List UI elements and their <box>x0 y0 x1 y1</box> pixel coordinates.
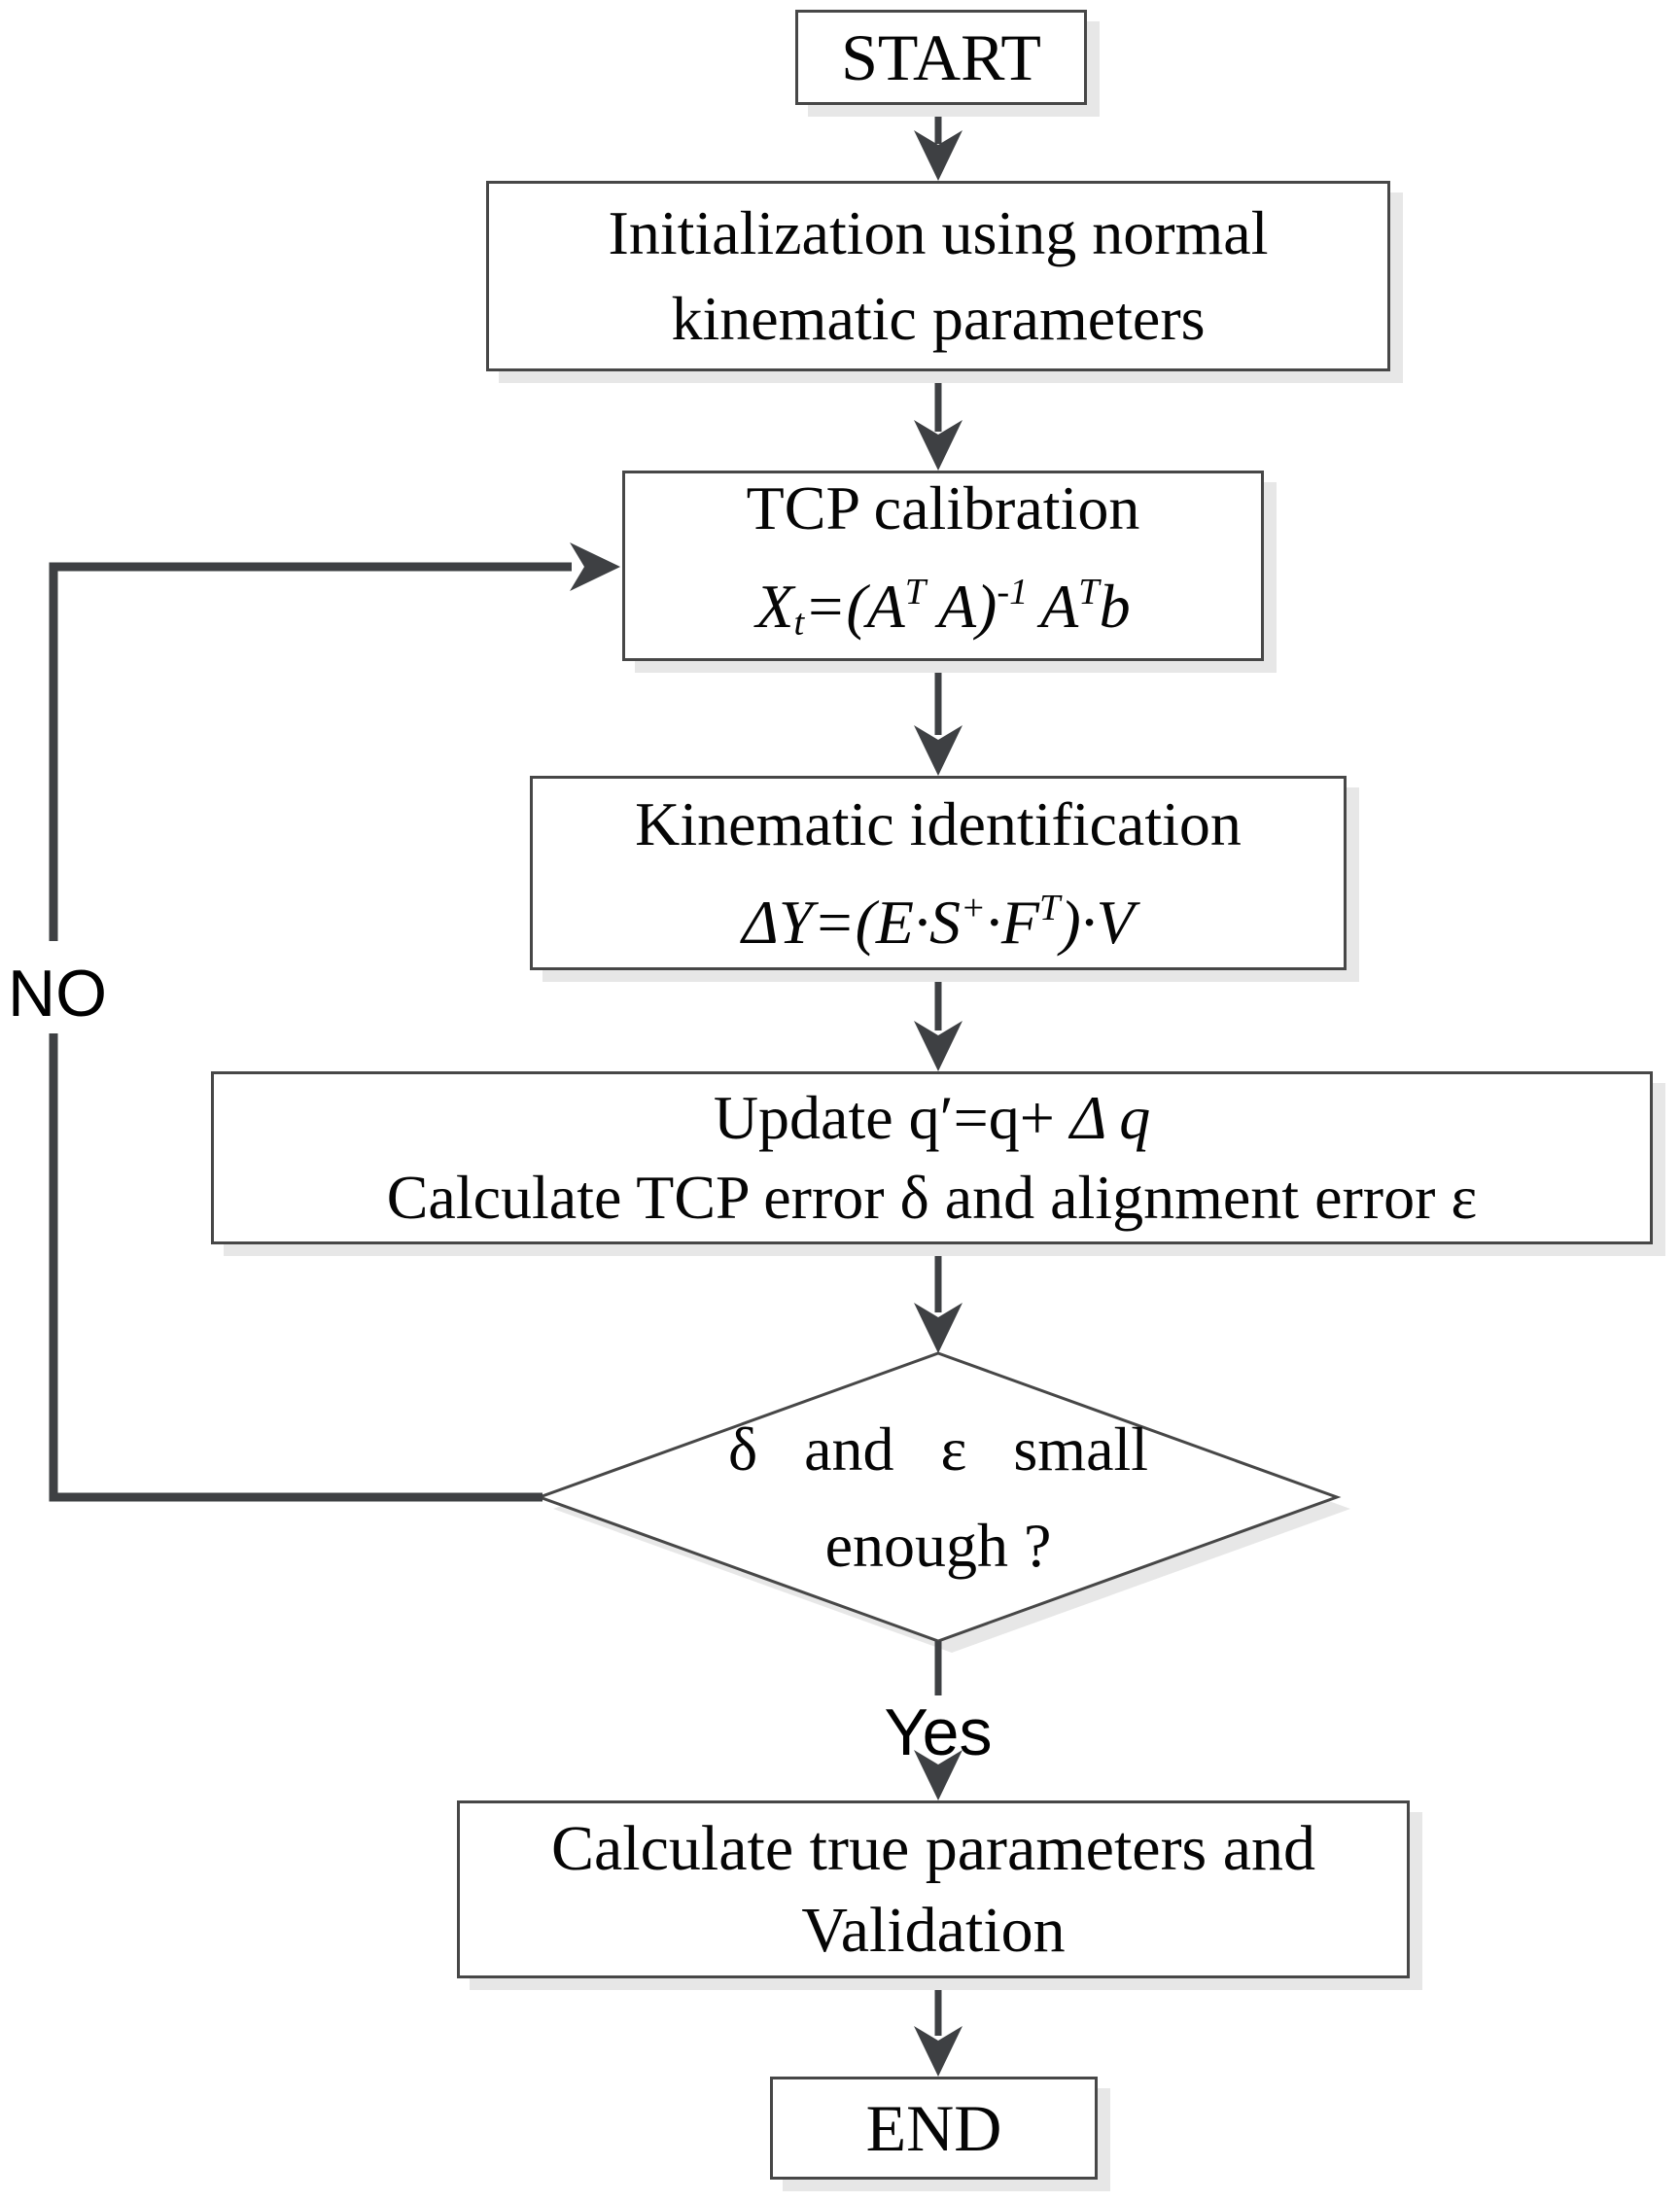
decision-diamond <box>535 1351 1350 1653</box>
arrow-down-icon <box>914 420 962 471</box>
arrow-down-icon <box>914 1303 962 1353</box>
no-loop-top-segment <box>49 562 572 941</box>
node-tcp-calibration: TCP calibration Xt=(AT A)-1 ATb <box>622 471 1264 661</box>
edge-no-loop <box>49 562 572 1502</box>
decision-line2: enough ? <box>824 1511 1052 1580</box>
tcp-calibration-title: TCP calibration <box>746 473 1140 543</box>
arrow-down-icon <box>914 1021 962 1071</box>
initialization-line2: kinematic parameters <box>671 284 1206 353</box>
kinematic-identification-formula: ΔY=(E·S+·FT)·V <box>742 887 1135 957</box>
start-label: START <box>841 20 1041 94</box>
node-start: START <box>795 10 1087 105</box>
node-kinematic-identification: Kinematic identification ΔY=(E·S+·FT)·V <box>530 776 1347 970</box>
edge-label-yes: Yes <box>884 1695 993 1769</box>
calculate-line1: Calculate true parameters and <box>550 1812 1316 1884</box>
end-label: END <box>865 2091 1002 2165</box>
arrow-right-icon <box>570 542 620 591</box>
arrow-down-icon <box>914 1750 962 1800</box>
node-calculate-true-parameters: Calculate true parameters and Validation <box>457 1800 1410 1978</box>
update-line2: Calculate TCP error δ and alignment erro… <box>386 1163 1478 1232</box>
node-update: Update q′=q+ Δ q Calculate TCP error δ a… <box>211 1071 1653 1244</box>
calculate-line2: Validation <box>801 1894 1066 1966</box>
arrow-down-icon <box>914 2026 962 2077</box>
initialization-line1: Initialization using normal <box>608 198 1269 267</box>
node-initialization: Initialization using normal kinematic pa… <box>486 181 1390 371</box>
tcp-calibration-formula: Xt=(AT A)-1 ATb <box>755 572 1131 644</box>
no-loop-bottom-segment <box>49 1033 542 1502</box>
edge-label-no: NO <box>8 957 107 1031</box>
arrow-down-icon <box>914 130 962 181</box>
update-line1: Update q′=q+ Δ q <box>713 1083 1151 1152</box>
node-end: END <box>770 2077 1098 2180</box>
decision-line1-real: δ and ε small <box>727 1415 1149 1484</box>
arrowheads <box>914 130 962 2077</box>
kinematic-identification-title: Kinematic identification <box>635 788 1242 858</box>
decision-text: δ and ε small enough ? <box>559 1373 1317 1622</box>
arrow-down-icon <box>914 725 962 776</box>
